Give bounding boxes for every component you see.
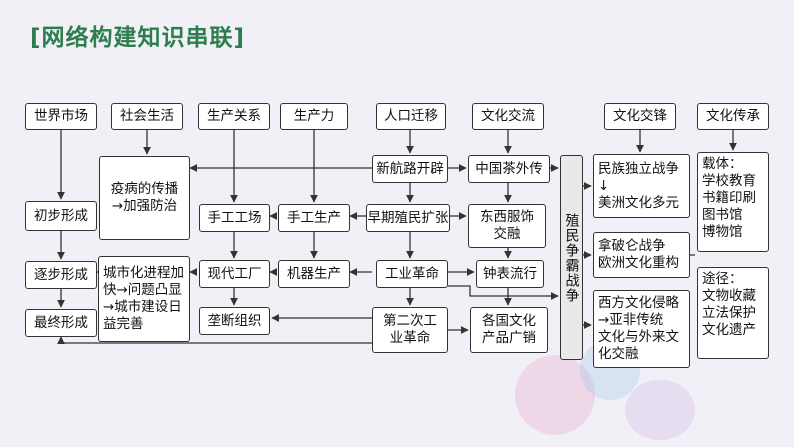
header-cultural-exchange: 文化交流 [472, 103, 544, 130]
clock-popularity: 钟表流行 [476, 260, 544, 288]
cultural-invasion-box: 西方文化侵略 →亚非传统 文化与外来文 化交融 [593, 290, 690, 368]
header-production-relations: 生产关系 [198, 103, 270, 130]
second-industrial-revolution: 第二次工 业革命 [372, 307, 448, 353]
decorative-circle [515, 355, 595, 435]
header-world-market: 世界市场 [25, 103, 97, 130]
ways-box: 途径： 文物收藏 立法保护 文化遗产 [697, 267, 769, 359]
header-productivity: 生产力 [280, 103, 348, 130]
section-title: [网络构建知识串联] [30, 25, 246, 51]
header-migration: 人口迁移 [376, 103, 446, 130]
industrial-revolution: 工业革命 [376, 260, 448, 288]
header-cultural-clash: 文化交锋 [604, 103, 676, 130]
handicraft-workshop: 手工工场 [199, 204, 270, 232]
stage-gradual: 逐步形成 [25, 261, 97, 289]
modern-factory: 现代工厂 [199, 260, 270, 288]
header-cultural-heritage: 文化传承 [697, 103, 769, 130]
early-colonial-expansion: 早期殖民扩张 [366, 204, 450, 232]
cultural-products: 各国文化 产品广销 [470, 307, 548, 353]
handicraft-production: 手工生产 [278, 204, 350, 232]
carriers-box: 载体： 学校教育 书籍印刷 图书馆 博物馆 [697, 152, 769, 252]
disease-box: 疫病的传播 →加强防治 [99, 156, 190, 240]
napoleonic-war-box: 拿破仑战争 欧洲文化重构 [593, 232, 690, 278]
colonial-hegemony-war: 殖民争霸战争 [560, 155, 583, 360]
tea-spread: 中国茶外传 [468, 155, 550, 183]
header-social-life: 社会生活 [111, 103, 183, 130]
independence-war-box: 民族独立战争 ↓ 美洲文化多元 [593, 154, 690, 218]
new-sea-route: 新航路开辟 [372, 155, 448, 183]
urbanization-box: 城市化进程加 快→问题凸显 →城市建设日 益完善 [98, 256, 190, 342]
machine-production: 机器生产 [278, 260, 350, 288]
monopoly-organization: 垄断组织 [199, 307, 270, 335]
stage-final: 最终形成 [25, 309, 97, 337]
decorative-circle [625, 380, 695, 440]
clothing-fusion: 东西服饰 交融 [468, 204, 546, 248]
stage-initial: 初步形成 [25, 201, 97, 231]
